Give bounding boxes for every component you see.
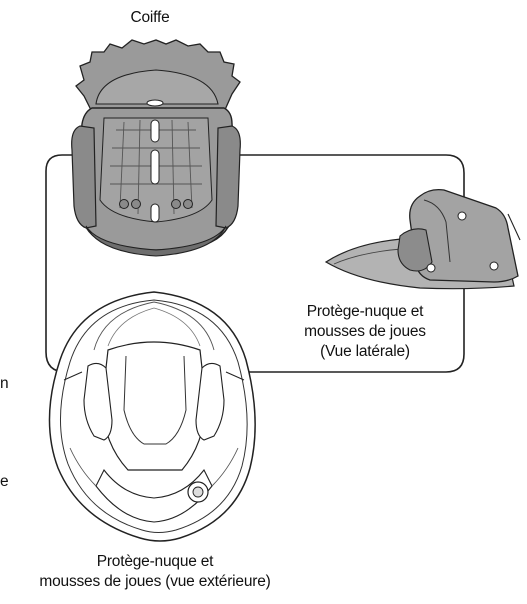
label-side-line1: Protège-nuque et bbox=[255, 302, 475, 322]
coiffe-slot-3 bbox=[151, 204, 159, 222]
helmet-liner bbox=[102, 342, 206, 470]
side-view-pads bbox=[326, 190, 520, 289]
helmet-inside-view bbox=[49, 292, 255, 541]
label-outside-view: Protège-nuque et mousses de joues (vue e… bbox=[5, 552, 305, 592]
coiffe-liner bbox=[72, 40, 241, 256]
label-bottom-line1: Protège-nuque et bbox=[5, 552, 305, 572]
coiffe-right-flap bbox=[216, 126, 240, 228]
edge-fragment-upper: n bbox=[0, 374, 9, 394]
coiffe-slot-1 bbox=[151, 120, 159, 142]
coiffe-slot-2 bbox=[151, 150, 159, 184]
side-front-tab bbox=[398, 229, 432, 271]
coiffe-vent-slot bbox=[147, 100, 163, 106]
edge-fragment-lower: e bbox=[0, 472, 9, 492]
label-coiffe: Coiffe bbox=[100, 8, 200, 28]
label-bottom-line2: mousses de joues (vue extérieure) bbox=[5, 572, 305, 592]
coiffe-left-flap bbox=[72, 126, 96, 228]
label-side-line2: mousses de joues bbox=[255, 322, 475, 342]
label-side-line3: (Vue latérale) bbox=[255, 342, 475, 362]
label-side-view: Protège-nuque et mousses de joues (Vue l… bbox=[255, 302, 475, 362]
label-coiffe-text: Coiffe bbox=[100, 8, 200, 28]
